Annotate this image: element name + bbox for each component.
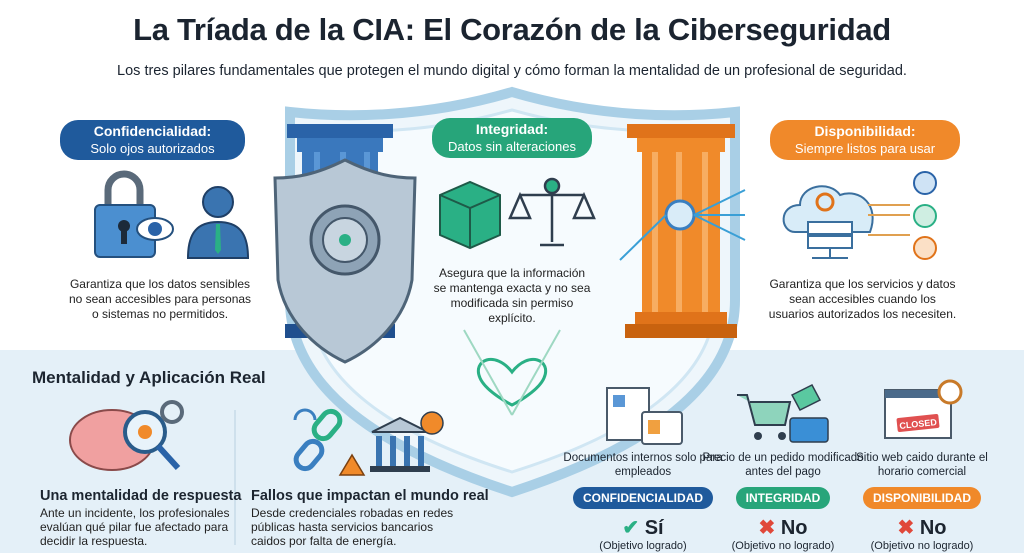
heart-icon bbox=[476, 358, 548, 407]
category-badge: CONFIDENCIALIDAD bbox=[573, 487, 713, 509]
example-text: Precio de un pedido modificado antes del… bbox=[702, 452, 864, 478]
result: No bbox=[780, 517, 808, 539]
network-node-icon bbox=[664, 199, 696, 231]
example-availability: Sitio web caido durante el horario comer… bbox=[837, 451, 1007, 552]
cart-icon bbox=[737, 384, 829, 443]
person-icon bbox=[186, 186, 250, 259]
cloud-server-icon bbox=[782, 185, 874, 259]
card-title: Una mentalidad de respuesta bbox=[40, 488, 242, 504]
card-text: Desde credenciales robadas en redes públ… bbox=[251, 506, 454, 548]
availability-description: Garantiza que los servicios y datos sean… bbox=[768, 277, 957, 321]
scale-icon bbox=[508, 177, 596, 247]
integrity-label: Integridad:Datos sin alteraciones bbox=[432, 118, 592, 158]
integrity-description: Asegura que la información se mantenga e… bbox=[433, 266, 591, 325]
page-subtitle: Los tres pilares fundamentales que prote… bbox=[117, 63, 907, 79]
documents-id-icon bbox=[606, 387, 683, 445]
result-note: (Objetivo no logrado) bbox=[870, 540, 974, 552]
card-title: Fallos que impactan el mundo real bbox=[251, 488, 489, 504]
confidentiality-label: Confidencialidad:Solo ojos autorizados bbox=[60, 120, 245, 160]
orange-pillar bbox=[619, 124, 746, 338]
brain-icon bbox=[69, 400, 184, 471]
users-icon bbox=[868, 171, 937, 260]
example-confidentiality: Documentos internos solo para empleados … bbox=[558, 451, 728, 552]
category-badge: DISPONIBILIDAD bbox=[862, 487, 981, 509]
padlock-icon bbox=[94, 170, 156, 258]
bank-power-icon bbox=[370, 411, 444, 472]
cube-icon bbox=[439, 180, 501, 250]
example-integrity: Precio de un pedido modificado antes del… bbox=[698, 451, 868, 552]
result-note: (Objetivo logrado) bbox=[599, 540, 687, 552]
example-text: Sitio web caido durante el horario comer… bbox=[856, 452, 988, 478]
example-text: Documentos internos solo para empleados bbox=[563, 452, 723, 478]
section-title: Mentalidad y Aplicación Real bbox=[32, 368, 266, 387]
card-text: Ante un incidente, los profesionales eva… bbox=[40, 506, 230, 548]
x-icon: ✖ bbox=[897, 517, 915, 539]
check-icon: ✔ bbox=[622, 517, 640, 539]
availability-label: Disponibilidad:Siempre listos para usar bbox=[770, 120, 960, 160]
svg-text:CLOSED: CLOSED bbox=[899, 417, 938, 431]
eye-icon bbox=[136, 217, 174, 241]
closed-website-icon: CLOSED bbox=[884, 379, 963, 439]
vault-shield-icon bbox=[273, 158, 417, 364]
confidentiality-description: Garantiza que los datos sensibles no sea… bbox=[68, 277, 252, 321]
broken-link-icon bbox=[293, 408, 366, 476]
result-note: (Objetivo no logrado) bbox=[731, 540, 835, 552]
x-icon: ✖ bbox=[758, 517, 776, 539]
result: No bbox=[919, 517, 947, 539]
page-title: La Tríada de la CIA: El Corazón de la Ci… bbox=[133, 12, 891, 47]
result: Sí bbox=[644, 517, 664, 539]
category-badge: INTEGRIDAD bbox=[735, 487, 831, 509]
